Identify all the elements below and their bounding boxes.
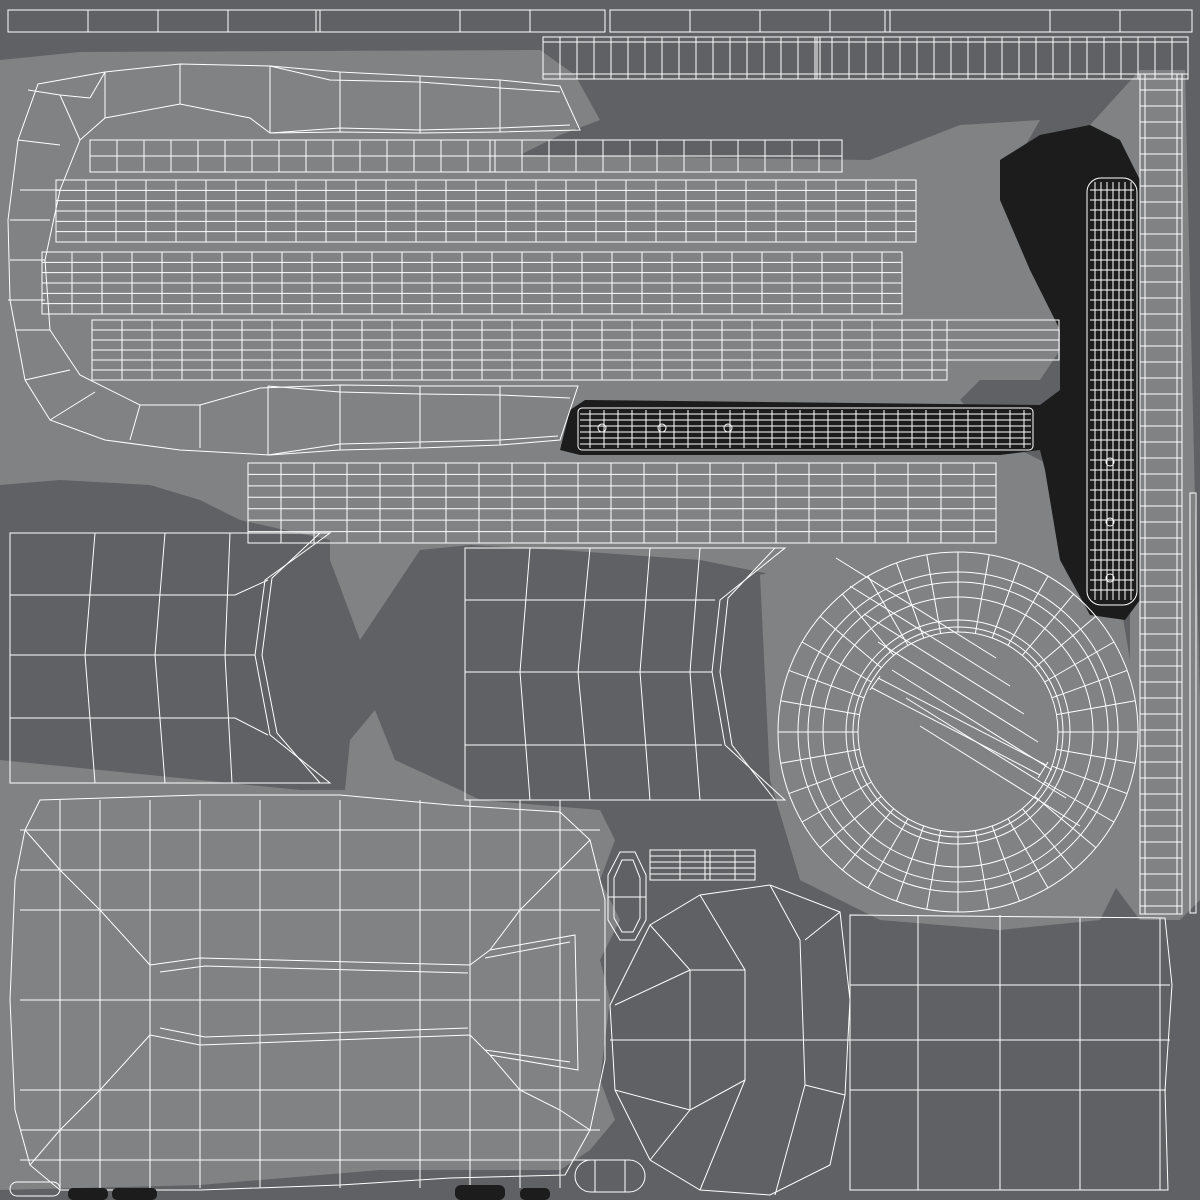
plank-4 [92, 320, 947, 380]
dome-shell [609, 884, 851, 1196]
plank-2 [56, 180, 916, 242]
bottom-small-capsules [10, 1160, 645, 1196]
shell-boomerang [7, 63, 581, 456]
dark-island-t-part [560, 125, 1140, 620]
padding-island-top-left [0, 50, 1080, 640]
roof-panel [849, 914, 1173, 1191]
top-strip-left [8, 10, 605, 32]
dark-islands [560, 125, 1140, 620]
wheel-island [778, 552, 1138, 912]
top-strip-second [543, 37, 1188, 79]
plank-5 [248, 463, 996, 543]
top-strip-right [610, 10, 1192, 32]
chevron-panel-middle [464, 547, 787, 801]
small-capsule [607, 851, 647, 941]
t-part-wires [578, 178, 1137, 605]
plank-1 [90, 140, 842, 172]
bottom-dark-fragments [68, 1185, 550, 1200]
uv-wireframe [7, 10, 1196, 1196]
hood-shell [9, 794, 606, 1191]
chevron-panel-left [9, 532, 332, 784]
plank-4-extension [947, 320, 1059, 360]
long-planks [42, 140, 1059, 543]
small-grid-patch [650, 850, 755, 880]
plank-3 [42, 252, 902, 314]
padding-island-wheel [760, 555, 1140, 930]
right-vertical-strip [1140, 74, 1196, 914]
